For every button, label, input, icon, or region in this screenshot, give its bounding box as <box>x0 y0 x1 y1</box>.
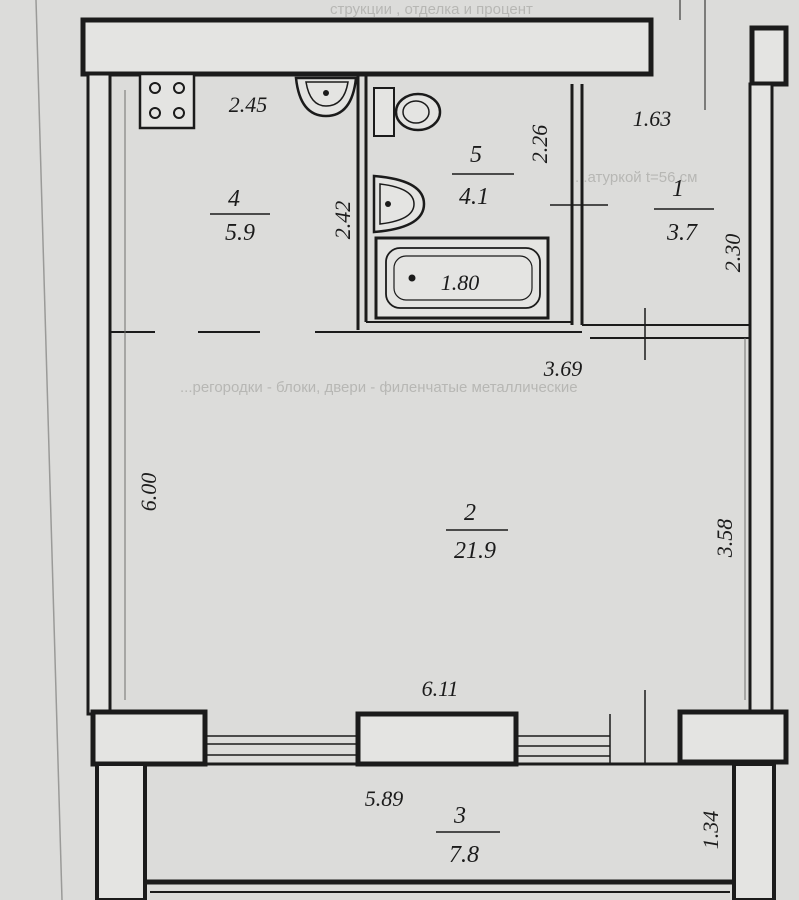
dim-kitchen-depth: 2.42 <box>330 201 355 240</box>
room-1-area: 3.7 <box>666 220 698 246</box>
top-wall-right <box>749 25 789 87</box>
interior-partitions <box>110 0 750 360</box>
balcony <box>95 762 776 900</box>
room-5-area: 4.1 <box>459 184 489 210</box>
room-1-number: 1 <box>672 176 684 202</box>
room-5-label: 5 4.1 <box>452 142 514 210</box>
room-4-number: 4 <box>228 186 240 212</box>
dim-kitchen-width: 2.45 <box>229 92 268 117</box>
dim-balcony-width: 5.89 <box>365 786 404 811</box>
kitchen-sink-icon <box>294 76 358 118</box>
room-5-number: 5 <box>470 142 482 168</box>
dim-bath-height: 2.26 <box>527 125 552 164</box>
dim-bathtub-length: 1.80 <box>441 270 480 295</box>
outer-walls <box>80 17 789 767</box>
bottom-wall-left <box>90 709 208 767</box>
room-2-number: 2 <box>464 500 476 526</box>
room-2-label: 2 21.9 <box>446 500 508 564</box>
room-3-label: 3 7.8 <box>436 803 500 868</box>
bottom-wall-right <box>677 709 789 765</box>
room-2-area: 21.9 <box>454 538 496 564</box>
background-text-1: струкции , отделка и процент <box>330 1 533 18</box>
room-1-label: 1 3.7 <box>654 176 714 246</box>
dim-hall-width: 1.63 <box>633 106 672 131</box>
background-text-2: ...атуркой t=56 см <box>575 169 697 186</box>
dim-balcony-depth: 1.34 <box>698 811 723 850</box>
stove-icon <box>138 72 196 130</box>
room-3-number: 3 <box>453 803 466 829</box>
top-wall-left <box>80 17 654 77</box>
dim-hall-depth: 2.30 <box>720 234 745 273</box>
dim-room-depth: 3.58 <box>712 519 737 559</box>
dim-room-width: 6.11 <box>422 676 459 701</box>
toilet-icon <box>373 87 442 137</box>
room-4-area: 5.9 <box>225 220 255 246</box>
balcony-left-wall <box>95 762 147 900</box>
washbasin-icon <box>372 174 426 234</box>
room-3-area: 7.8 <box>449 842 479 868</box>
background-text-3: ...регородки - блоки, двери - филенчатые… <box>180 379 578 396</box>
dim-room-total-depth: 6.00 <box>136 473 161 512</box>
room-4-label: 4 5.9 <box>210 186 270 246</box>
bottom-openings <box>205 690 646 764</box>
right-wall <box>748 82 774 716</box>
paper-margin-line <box>35 0 63 900</box>
bottom-wall-middle <box>355 711 519 767</box>
bathtub-icon <box>374 236 550 320</box>
balcony-right-wall <box>732 762 776 900</box>
left-wall <box>86 72 112 716</box>
dim-room-inner-width: 3.69 <box>543 356 583 381</box>
